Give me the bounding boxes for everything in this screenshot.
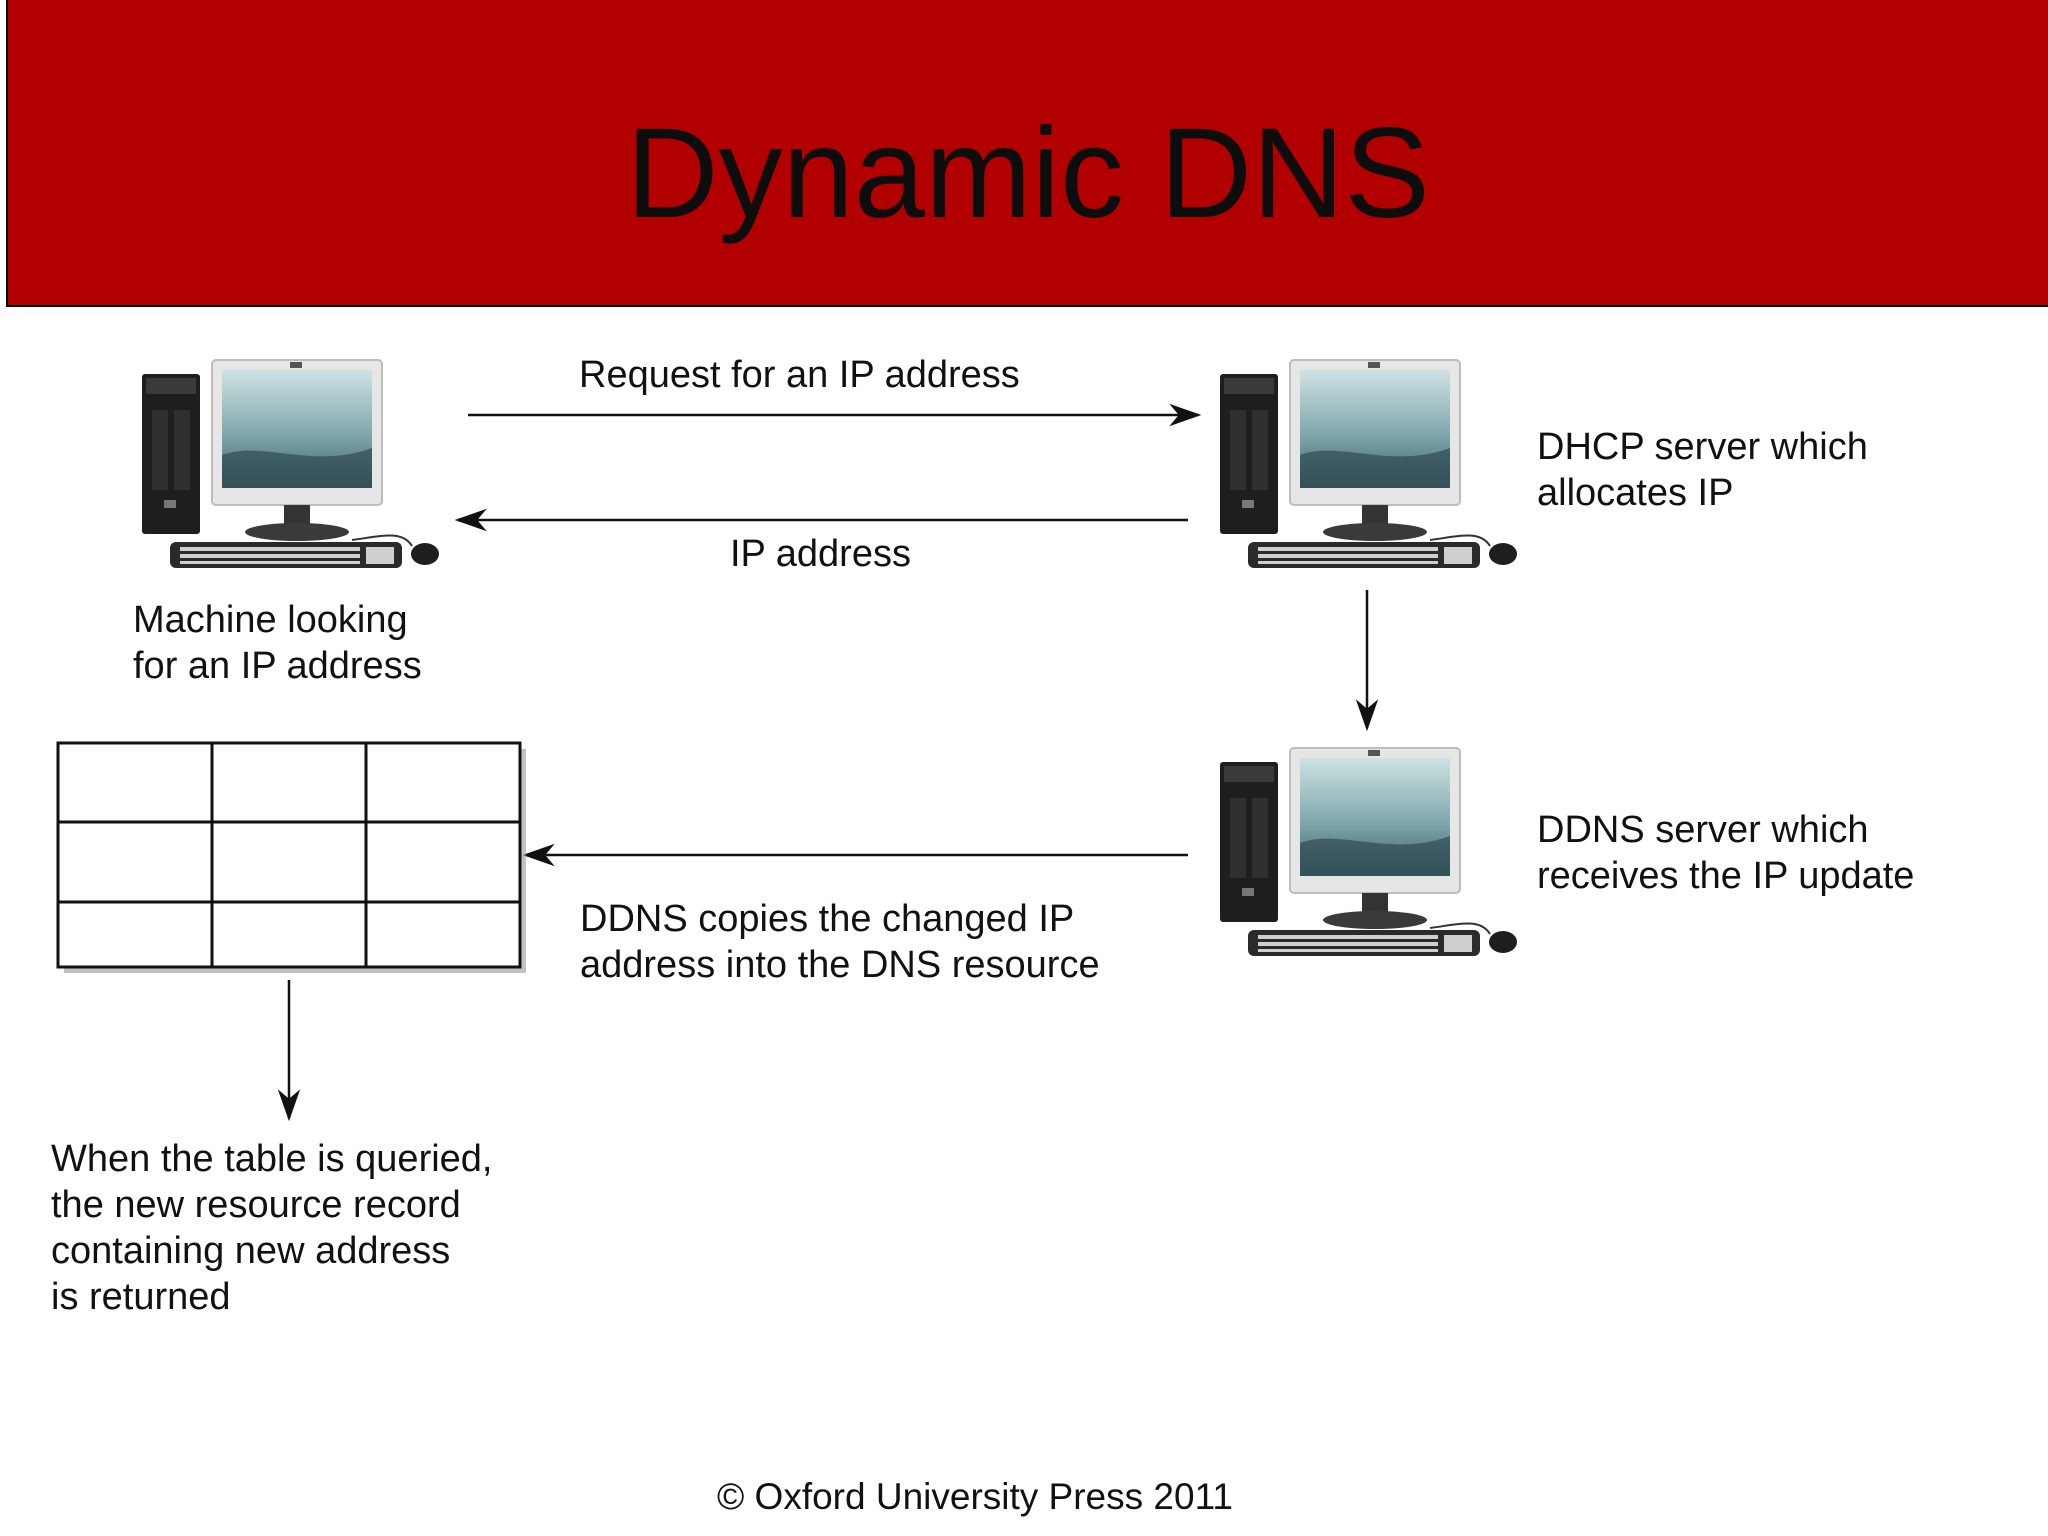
client-label-line1: Machine looking: [133, 599, 408, 641]
dns-table-icon: [56, 741, 526, 973]
client-computer-icon: [141, 359, 440, 569]
dhcp-label-line2: allocates IP: [1537, 472, 1734, 514]
client-label-line2: for an IP address: [133, 645, 422, 687]
query-label-line1: When the table is queried,: [51, 1138, 493, 1180]
copy-label-line2: address into the DNS resource: [580, 944, 1100, 986]
ddns-server-computer-icon: [1219, 747, 1518, 957]
ddns-label-line1: DDNS server which: [1537, 809, 1869, 851]
dhcp-server-computer-icon: [1219, 359, 1518, 569]
slide-title: Dynamic DNS: [626, 102, 1430, 245]
copyright-footer: © Oxford University Press 2011: [717, 1476, 1233, 1517]
dhcp-label-line1: DHCP server which: [1537, 426, 1868, 468]
copy-label-line1: DDNS copies the changed IP: [580, 898, 1075, 940]
request-label: Request for an IP address: [579, 354, 1020, 396]
title-bar: Dynamic DNS: [6, 0, 2048, 307]
query-label-line2: the new resource record: [51, 1184, 461, 1226]
query-label-line4: is returned: [51, 1276, 231, 1318]
query-label-line3: containing new address: [51, 1230, 451, 1272]
ddns-label-line2: receives the IP update: [1537, 855, 1915, 897]
ip-address-label: IP address: [730, 533, 911, 575]
